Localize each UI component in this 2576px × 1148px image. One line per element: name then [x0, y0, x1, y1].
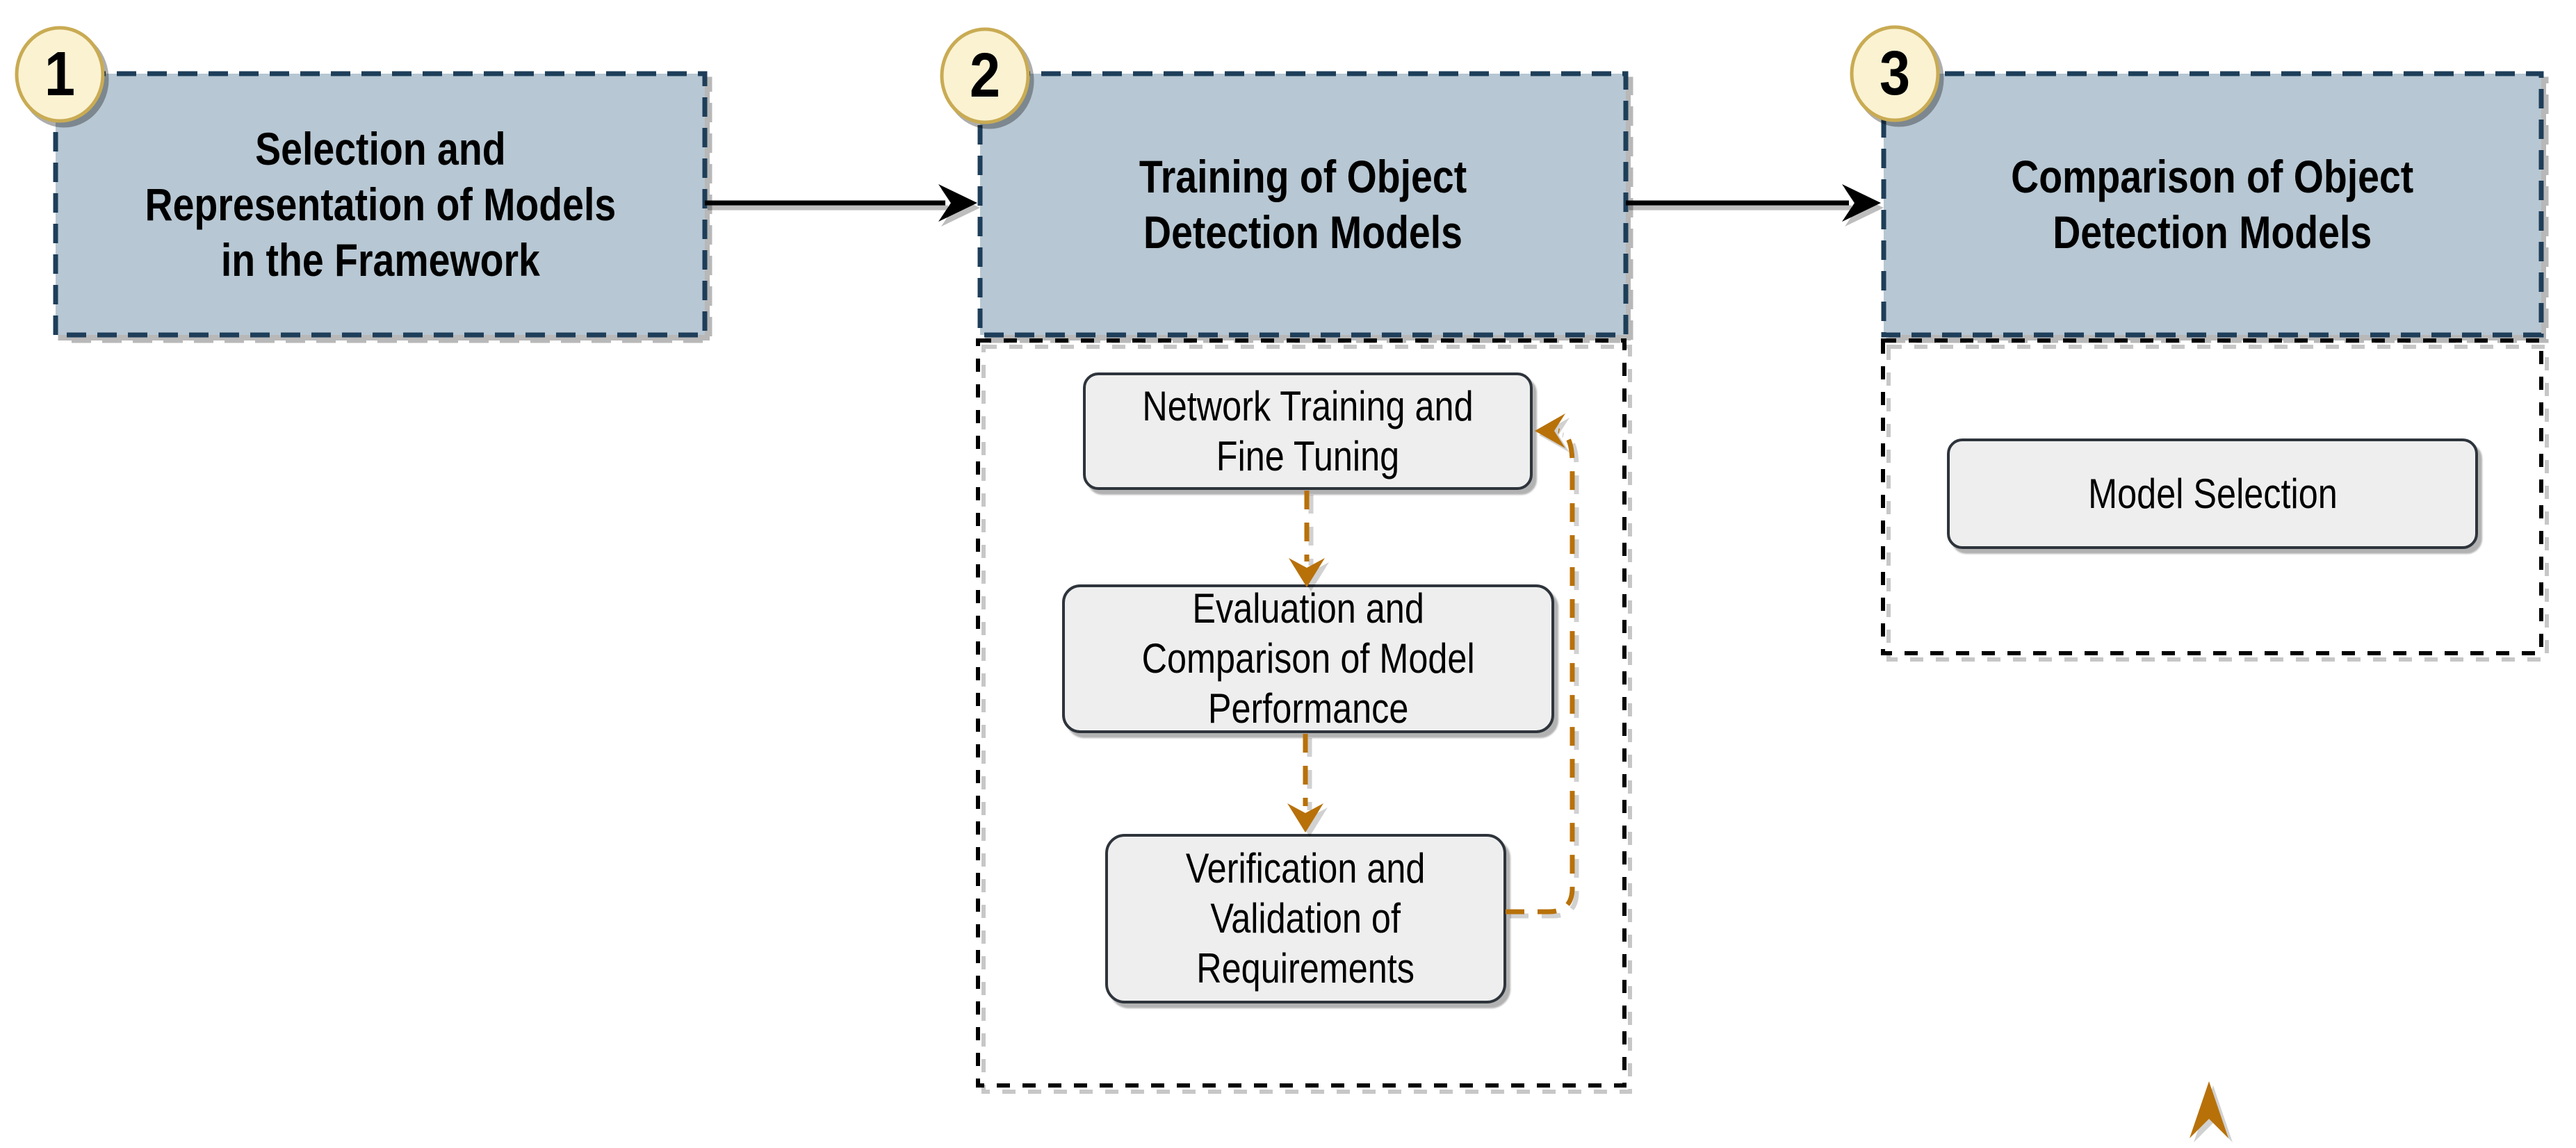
stage-2-badge-circle: [940, 27, 1030, 124]
cutoff-up-arrowhead-icon: [2190, 1081, 2228, 1138]
stage-2-box-rect: [977, 71, 1629, 338]
stage-1-badge: [15, 26, 105, 123]
stage-3-badge-circle: [1850, 25, 1940, 122]
stage-1-box-rect: [53, 71, 708, 338]
substep-network-training: [1083, 372, 1533, 490]
stage-3-badge: [1850, 25, 1940, 122]
substep-verification: [1105, 834, 1506, 1003]
feedback-loop-arrow: [1506, 413, 1575, 915]
substep-model-selection-rect: [1947, 438, 2478, 549]
stage-1-badge-circle: [15, 26, 105, 123]
feedback-loop-arrowhead-icon: [1535, 413, 1565, 448]
stage-3-container-border: [1881, 338, 2543, 655]
arrow-training-to-evaluation: [1289, 491, 1325, 587]
arrow-training-to-evaluation-arrowhead-icon: [1289, 558, 1325, 587]
substep-network-training-rect: [1083, 372, 1533, 490]
feedback-loop-path: [1506, 428, 1575, 915]
connector-stage1-stage2-arrowhead-icon: [938, 184, 977, 222]
stage-1-box: [53, 71, 708, 338]
substep-verification-rect: [1105, 834, 1506, 1003]
stage-3-container: [1881, 338, 2543, 655]
substep-evaluation-rect: [1062, 584, 1554, 733]
arrow-evaluation-to-verification: [1287, 734, 1323, 833]
connector-stage1-stage2: [705, 184, 977, 222]
connector-stage2-stage3: [1626, 184, 1881, 222]
stage-2-badge: [940, 27, 1030, 124]
stage-3-box-rect: [1881, 71, 2544, 338]
stage-2-box: [977, 71, 1629, 338]
connector-stage2-stage3-arrowhead-icon: [1842, 184, 1881, 222]
substep-model-selection: [1947, 438, 2478, 549]
arrow-evaluation-to-verification-arrowhead-icon: [1287, 803, 1323, 833]
substep-evaluation: [1062, 584, 1554, 733]
cutoff-up-arrowhead: [2190, 1081, 2228, 1138]
stage-3-box: [1881, 71, 2544, 338]
